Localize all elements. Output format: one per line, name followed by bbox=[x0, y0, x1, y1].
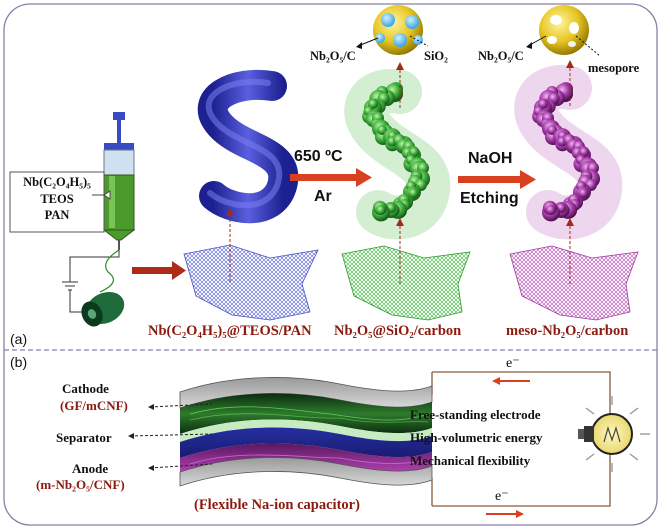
callout-sio2: SiO₂ bbox=[424, 49, 448, 63]
arrow-step2-icon bbox=[458, 170, 536, 189]
stage-label-3: meso-Nb₂O₅/carbon bbox=[506, 323, 629, 339]
fiber-bead bbox=[578, 188, 589, 199]
fiber-bead bbox=[408, 188, 419, 199]
precursor-text: Nb(C₂O₄H₅)₅ TEOS PAN bbox=[12, 176, 102, 222]
electron-label-bottom: e⁻ bbox=[495, 489, 509, 504]
feature-3: Mechanical flexibility bbox=[410, 453, 531, 468]
step2-line2: Etching bbox=[460, 190, 519, 207]
panel-b-tag: (b) bbox=[10, 354, 28, 370]
electron-label-top: e⁻ bbox=[506, 356, 520, 371]
fiber-bead bbox=[538, 99, 548, 109]
separator-label: Separator bbox=[56, 430, 112, 445]
light-bulb-icon bbox=[578, 396, 650, 472]
cathode-sub: (GF/mCNF) bbox=[60, 398, 128, 413]
callout-nb2o5c-mid: Nb₂O₅/C bbox=[310, 49, 356, 63]
pointer-lines bbox=[129, 403, 213, 469]
circuit-wire-top bbox=[432, 371, 611, 420]
step1-temp: 650 ºC bbox=[294, 148, 343, 165]
device-caption: (Flexible Na-ion capacitor) bbox=[194, 497, 360, 513]
fiber-bead bbox=[579, 147, 589, 157]
fiber-bead bbox=[545, 205, 556, 216]
arrow-step1-icon bbox=[290, 168, 372, 187]
outer-frame bbox=[3, 3, 658, 526]
cathode-title: Cathode bbox=[62, 381, 109, 396]
arrow-right-icon bbox=[132, 261, 186, 280]
collector-drum-icon bbox=[81, 291, 125, 327]
feature-2: High-volumetric energy bbox=[410, 430, 543, 445]
arrow-left-icon bbox=[103, 190, 111, 200]
feature-1: Free-standing electrode bbox=[410, 407, 541, 422]
callout-nb2o5c-right: Nb₂O₅/C bbox=[478, 49, 524, 63]
jet-line bbox=[99, 249, 120, 293]
precursor-line-3: PAN bbox=[44, 208, 70, 222]
composite-sphere-icon bbox=[373, 5, 423, 55]
fiber-bead bbox=[409, 147, 419, 157]
precursor-box bbox=[9, 171, 105, 233]
electron-arrow-top-icon bbox=[492, 377, 530, 385]
stage-label-2: Nb₂O₅@SiO₂/carbon bbox=[334, 323, 462, 339]
mesoporous-sphere-icon bbox=[539, 5, 589, 55]
mesh-purple bbox=[509, 245, 639, 321]
fiber-bead bbox=[375, 205, 386, 216]
fiber-bead bbox=[368, 99, 378, 109]
electron-arrow-bottom-icon bbox=[486, 510, 524, 518]
precursor-line-1: Nb(C₂O₄H₅)₅ bbox=[23, 175, 91, 189]
stage-label-1: Nb(C₂O₄H₅)₅@TEOS/PAN bbox=[148, 323, 312, 339]
fiber-green bbox=[362, 82, 431, 222]
panel-a-tag: (a) bbox=[10, 331, 28, 347]
mesh-green bbox=[341, 245, 471, 321]
syringe-icon bbox=[102, 112, 136, 250]
callout-mesopore: mesopore bbox=[588, 61, 640, 75]
fiber-purple bbox=[532, 82, 601, 222]
step1-atm: Ar bbox=[314, 188, 332, 205]
mesh-blue bbox=[183, 244, 319, 321]
step2-line1: NaOH bbox=[468, 150, 513, 167]
device-stack bbox=[179, 377, 433, 487]
anode-title: Anode bbox=[72, 461, 109, 476]
precursor-line-2: TEOS bbox=[40, 191, 74, 206]
anode-sub: (m-Nb₂O₅/CNF) bbox=[36, 477, 125, 492]
circuit-wire-bottom bbox=[432, 448, 611, 507]
